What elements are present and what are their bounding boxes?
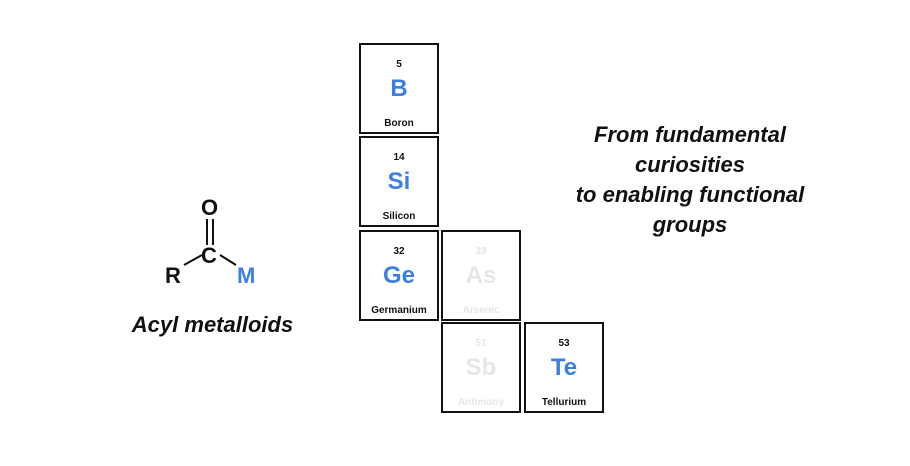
element-symbol: As: [465, 262, 497, 289]
element-cell-boron: 5 B Boron: [359, 43, 439, 134]
element-symbol: B: [390, 75, 408, 102]
atomic-number: 14: [393, 152, 405, 163]
acyl-metalloid-structure: O C R M: [150, 195, 280, 295]
tagline-line: curiosities: [634, 152, 746, 177]
atomic-number: 53: [558, 338, 570, 349]
element-cell-arsenic: 33 As Arsenic: [441, 230, 521, 321]
element-symbol: Sb: [465, 354, 497, 381]
tagline-line: From fundamental: [594, 122, 786, 147]
element-cell-germanium: 32 Ge Germanium: [359, 230, 439, 321]
element-cell-antimony: 51 Sb Antimony: [441, 322, 521, 413]
atomic-number: 33: [475, 246, 487, 257]
structure-bonds: [183, 219, 237, 266]
atomic-number: 51: [475, 338, 487, 349]
element-name: Antimony: [457, 397, 505, 408]
r-group-label: R: [165, 263, 181, 288]
atomic-number: 5: [396, 59, 402, 70]
element-symbol: Te: [550, 354, 578, 381]
structure-caption: Acyl metalloids: [131, 312, 294, 337]
element-name: Boron: [384, 118, 414, 129]
element-cell-silicon: 14 Si Silicon: [359, 136, 439, 227]
element-name: Germanium: [371, 305, 427, 316]
tagline: From fundamental curiosities to enabling…: [540, 120, 840, 240]
tagline-line: groups: [652, 212, 728, 237]
element-cell-tellurium: 53 Te Tellurium: [524, 322, 604, 413]
element-symbol: Ge: [382, 262, 415, 289]
element-name: Arsenic: [462, 305, 500, 316]
tagline-line: to enabling functional: [575, 182, 805, 207]
element-symbol: Si: [387, 168, 411, 195]
metalloid-label: M: [237, 263, 256, 288]
element-name: Silicon: [382, 211, 416, 222]
carbon-atom: C: [201, 243, 217, 268]
element-name: Tellurium: [541, 397, 587, 408]
oxygen-atom: O: [201, 195, 219, 220]
atomic-number: 32: [393, 246, 405, 257]
